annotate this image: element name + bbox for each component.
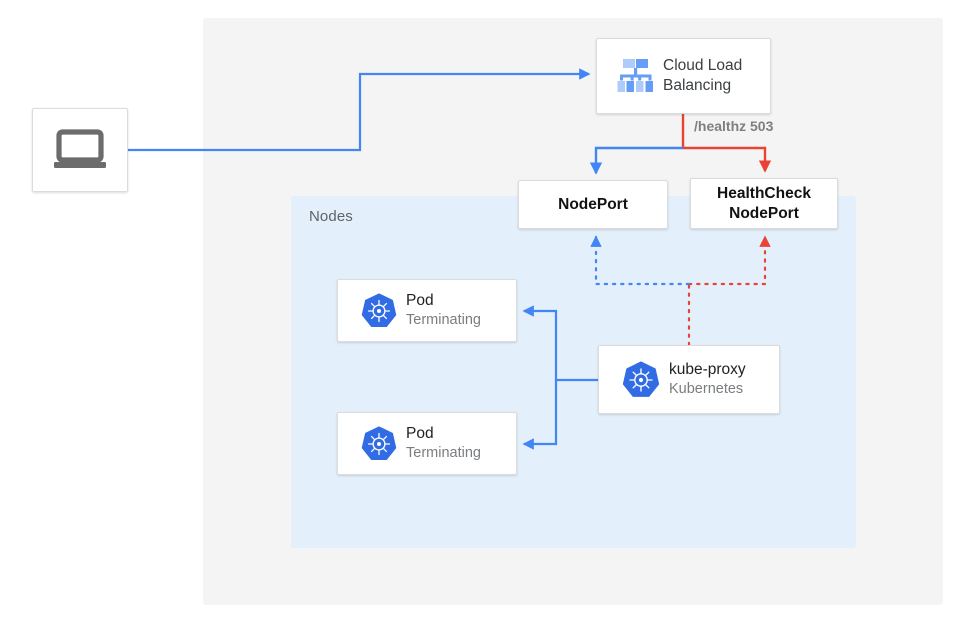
nodeport-node[interactable]: NodePort (518, 180, 668, 229)
cloud-load-balancing-node[interactable]: Cloud Load Balancing (596, 38, 771, 114)
pod-text-2: Pod Terminating (406, 424, 516, 462)
nodes-zone-label: Nodes (309, 208, 353, 225)
kubernetes-icon (351, 425, 406, 463)
cloud-load-balancing-icon (609, 57, 663, 95)
client-node[interactable] (32, 108, 128, 192)
kube-proxy-title: kube-proxy (669, 361, 746, 379)
pod-node-2[interactable]: Pod Terminating (337, 412, 517, 475)
pod-text-1: Pod Terminating (406, 291, 516, 329)
laptop-icon (52, 128, 108, 172)
kubernetes-icon (613, 360, 669, 400)
healthcheck-nodeport-label: HealthCheck NodePort (691, 184, 837, 223)
pod-status-2: Terminating (406, 445, 481, 462)
kube-proxy-subtitle: Kubernetes (669, 381, 744, 398)
healthz-status-label: /healthz 503 (694, 118, 774, 134)
healthcheck-nodeport-label-line1: HealthCheck (717, 185, 811, 203)
pod-title-2: Pod (406, 425, 434, 443)
healthcheck-nodeport-label-line2: NodePort (729, 204, 799, 222)
cloud-load-balancing-title-line1: Cloud Load (663, 57, 743, 75)
pod-title-1: Pod (406, 292, 434, 310)
pod-node-1[interactable]: Pod Terminating (337, 279, 517, 342)
cloud-load-balancing-title-line2: Balancing (663, 77, 732, 94)
kube-proxy-node[interactable]: kube-proxy Kubernetes (598, 345, 780, 414)
nodeport-label: NodePort (558, 195, 628, 213)
kube-proxy-text: kube-proxy Kubernetes (669, 360, 779, 398)
pod-status-1: Terminating (406, 312, 481, 329)
healthcheck-nodeport-node[interactable]: HealthCheck NodePort (690, 178, 838, 229)
cloud-load-balancing-text: Cloud Load Balancing (663, 56, 770, 96)
kubernetes-icon (351, 292, 406, 330)
